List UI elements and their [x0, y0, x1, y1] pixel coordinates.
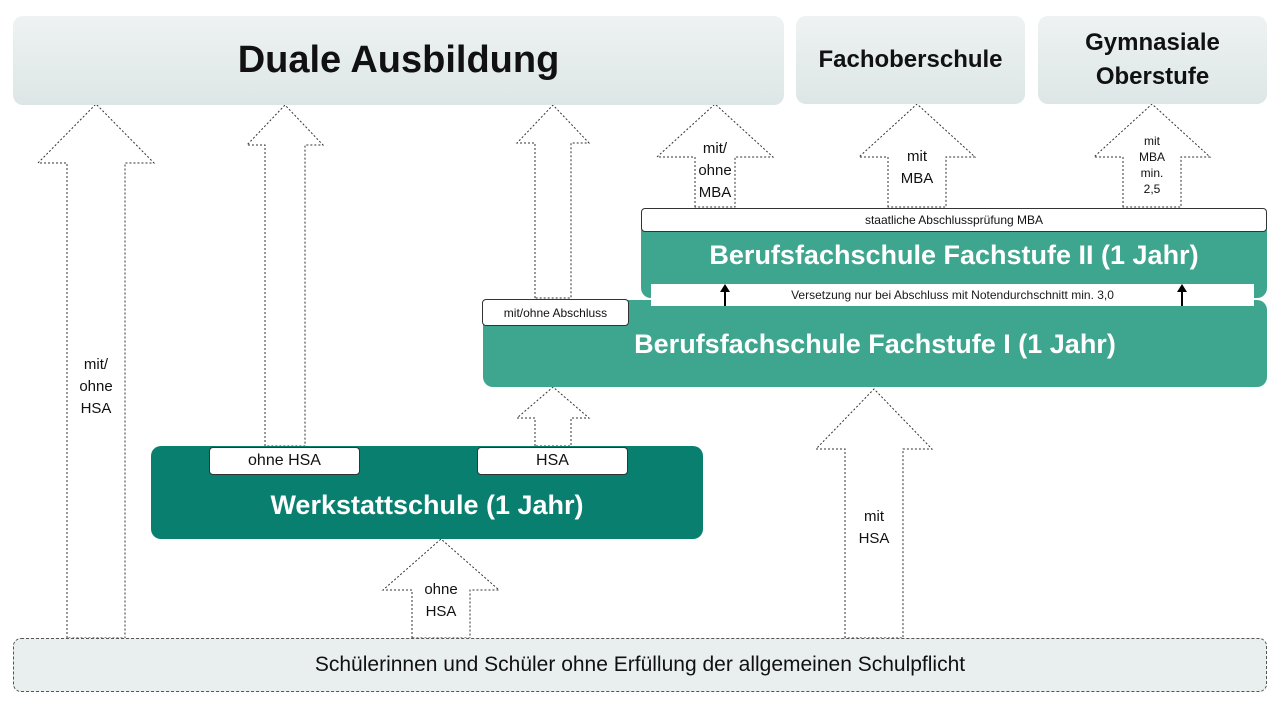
arrow-werkstatt-ohne-hsa-to-duale	[245, 104, 325, 447]
arrow-label-bfs2-to-duale: mit/ ohne MBA	[698, 140, 732, 201]
hsa-label: HSA	[477, 447, 628, 475]
bfs-fachstufe-i-box: Berufsfachschule Fachstufe I (1 Jahr)	[483, 300, 1267, 387]
versetzung-arrowhead-right-icon	[1177, 284, 1187, 292]
arrow-label-bottom-to-bfs1: mit HSA	[858, 508, 890, 547]
arrow-label-left-long: mit/ ohne HSA	[79, 356, 113, 417]
arrow-bfs2-to-fos	[857, 103, 977, 208]
arrow-label-bfs2-to-fos: mit MBA	[900, 148, 934, 187]
mit-ohne-abschluss-label: mit/ohne Abschluss	[482, 299, 629, 326]
versetzung-label: Versetzung nur bei Abschluss mit Notendu…	[651, 284, 1254, 306]
gymnasiale-oberstufe-box: Gymnasiale Oberstufe	[1038, 16, 1267, 104]
arrow-bfs2-to-gym	[1092, 103, 1212, 208]
schueler-box: Schülerinnen und Schüler ohne Erfüllung …	[13, 638, 1267, 692]
arrow-label-bfs2-to-gym: mit MBA min. 2,5	[1138, 134, 1165, 196]
staatliche-abschlusspruefung-label: staatliche Abschlussprüfung MBA	[641, 208, 1267, 232]
arrow-label-bottom-to-werkstatt: ohne HSA	[424, 581, 458, 620]
arrow-bottom-to-duale	[36, 103, 156, 639]
arrow-bfs2-to-duale	[655, 103, 775, 208]
arrow-bottom-to-bfs1	[814, 388, 934, 639]
arrow-bfs1-to-duale	[515, 104, 591, 299]
duale-ausbildung-box: Duale Ausbildung	[13, 16, 784, 105]
arrow-werkstatt-hsa-to-bfs1	[515, 386, 591, 447]
fachoberschule-box: Fachoberschule	[796, 16, 1025, 104]
arrow-bottom-to-werkstatt	[381, 538, 501, 639]
ohne-hsa-label: ohne HSA	[209, 447, 360, 475]
versetzung-arrowhead-left-icon	[720, 284, 730, 292]
